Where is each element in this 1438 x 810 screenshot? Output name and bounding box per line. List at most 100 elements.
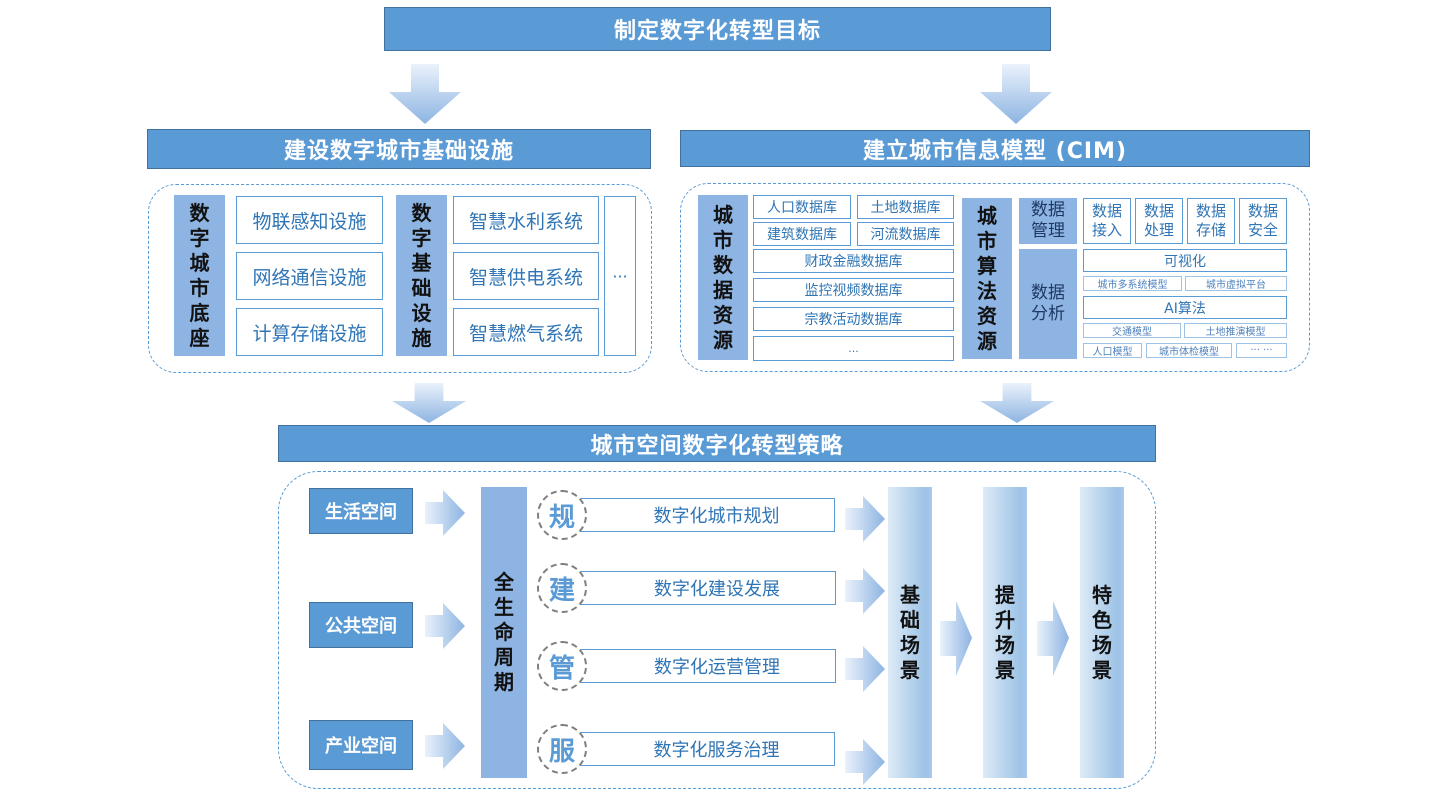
label-char: 生 (494, 595, 514, 619)
space-box-industrial: 产业空间 (309, 720, 413, 770)
more-item: ··· (604, 196, 636, 356)
ai-sub-item: 交通模型 (1083, 323, 1181, 338)
scene-enhanced: 提 升 场 景 (983, 487, 1027, 778)
strategy-title: 城市空间数字化转型策略 (590, 433, 844, 459)
label-char: 市 (189, 275, 210, 300)
digital-infrastructure-label: 数 字 基 础 设 施 (396, 195, 447, 356)
step-planning: 数字化城市规划 (578, 498, 835, 532)
label-char: 提 (995, 582, 1015, 607)
right-arrow-icon (845, 496, 885, 542)
down-arrow-icon (980, 383, 1054, 423)
scene-basic: 基 础 场 景 (888, 487, 932, 778)
label-char: 城 (977, 203, 997, 228)
space-box-living: 生活空间 (309, 488, 413, 534)
database-item: ... (753, 336, 954, 361)
label-char: 资 (713, 302, 733, 327)
step-circle-planning: 规 (537, 490, 587, 540)
step-construction: 数字化建设发展 (578, 571, 836, 605)
label-char: 数 (411, 200, 432, 225)
down-arrow-icon (980, 64, 1052, 124)
visualization-item: 可视化 (1083, 249, 1287, 272)
infrastructure-title: 建设数字城市基础设施 (283, 139, 514, 164)
scene-featured: 特 色 场 景 (1080, 487, 1124, 778)
label-char: 设 (411, 300, 432, 325)
label-char: 场 (1092, 632, 1112, 657)
step-management: 数字化运营管理 (578, 649, 836, 683)
label-char: 字 (189, 225, 210, 250)
city-algorithm-resources-label: 城 市 算 法 资 源 (962, 198, 1012, 359)
label-char: 础 (411, 275, 432, 300)
right-arrow-icon (425, 723, 465, 769)
label-char: 色 (1092, 607, 1112, 632)
label-char: 场 (900, 632, 920, 657)
label-char: 数 (713, 252, 733, 277)
database-item: 土地数据库 (857, 195, 954, 219)
space-box-public: 公共空间 (309, 602, 413, 648)
label-char: 法 (977, 278, 997, 303)
right-arrow-icon (425, 490, 465, 536)
label-char: 命 (494, 620, 514, 644)
infra-item: 智慧供电系统 (453, 252, 599, 300)
goal-banner: 制定数字化转型目标 (384, 7, 1051, 51)
label-char: 座 (189, 325, 210, 350)
ai-algorithm-item: AI算法 (1083, 296, 1287, 319)
right-arrow-icon (845, 739, 885, 785)
data-management-item: 数据存储 (1187, 198, 1235, 244)
infrastructure-banner: 建设数字城市基础设施 (147, 129, 651, 169)
down-arrow-icon (389, 64, 461, 124)
full-lifecycle-label: 全 生 命 周 期 (481, 487, 527, 778)
vis-sub-item: 城市虚拟平台 (1185, 276, 1287, 291)
label-char: 期 (494, 670, 514, 694)
label-char: 城 (189, 250, 210, 275)
strategy-banner: 城市空间数字化转型策略 (278, 425, 1156, 462)
label-char: 升 (995, 607, 1015, 632)
label-char: 底 (189, 300, 210, 325)
step-circle-service: 服 (537, 724, 587, 774)
label-char: 景 (995, 657, 1015, 682)
label-char: 市 (977, 228, 997, 253)
ai-sub-item: 城市体检模型 (1146, 343, 1232, 358)
ai-sub-item: ··· ··· (1236, 343, 1287, 358)
label-char: 字 (411, 225, 432, 250)
goal-title: 制定数字化转型目标 (613, 19, 821, 44)
label-char: 施 (411, 325, 432, 350)
database-item: 建筑数据库 (753, 222, 851, 246)
ai-sub-item: 土地推演模型 (1184, 323, 1287, 338)
label-char: 据 (713, 277, 733, 302)
right-arrow-icon (425, 603, 465, 649)
label-char: 资 (977, 303, 997, 328)
label-char: 数 (189, 200, 210, 225)
step-circle-construction: 建 (537, 563, 587, 613)
base-item: 计算存储设施 (236, 308, 383, 356)
label-char: 源 (977, 328, 997, 353)
base-item: 网络通信设施 (236, 252, 383, 300)
label-char: 算 (977, 253, 997, 278)
digital-city-base-label: 数 字 城 市 底 座 (174, 195, 225, 356)
down-arrow-icon (392, 383, 466, 423)
label-char: 源 (713, 327, 733, 352)
data-management-label: 数据管理 (1019, 198, 1077, 244)
label-char: 基 (900, 582, 920, 607)
right-arrow-icon (1037, 601, 1069, 676)
ai-sub-item: 人口模型 (1083, 343, 1142, 358)
base-item: 物联感知设施 (236, 196, 383, 244)
data-analysis-label: 数据分析 (1019, 249, 1077, 359)
database-item: 宗教活动数据库 (753, 307, 954, 331)
data-management-item: 数据接入 (1083, 198, 1131, 244)
step-circle-management: 管 (537, 641, 587, 691)
label-char: 市 (713, 227, 733, 252)
database-item: 河流数据库 (857, 222, 954, 246)
database-item: 监控视频数据库 (753, 278, 954, 302)
label-char: 础 (900, 607, 920, 632)
label-char: 景 (1092, 657, 1112, 682)
strategy-panel (278, 471, 1156, 789)
label-char: 场 (995, 632, 1015, 657)
database-item: 财政金融数据库 (753, 249, 954, 273)
database-item: 人口数据库 (753, 195, 851, 219)
label-char: 特 (1092, 582, 1112, 607)
infrastructure-panel (148, 184, 652, 373)
data-management-item: 数据安全 (1239, 198, 1287, 244)
infra-item: 智慧水利系统 (453, 196, 599, 244)
cim-banner: 建立城市信息模型 (CIM) (680, 130, 1310, 167)
label-char: 全 (494, 570, 514, 594)
